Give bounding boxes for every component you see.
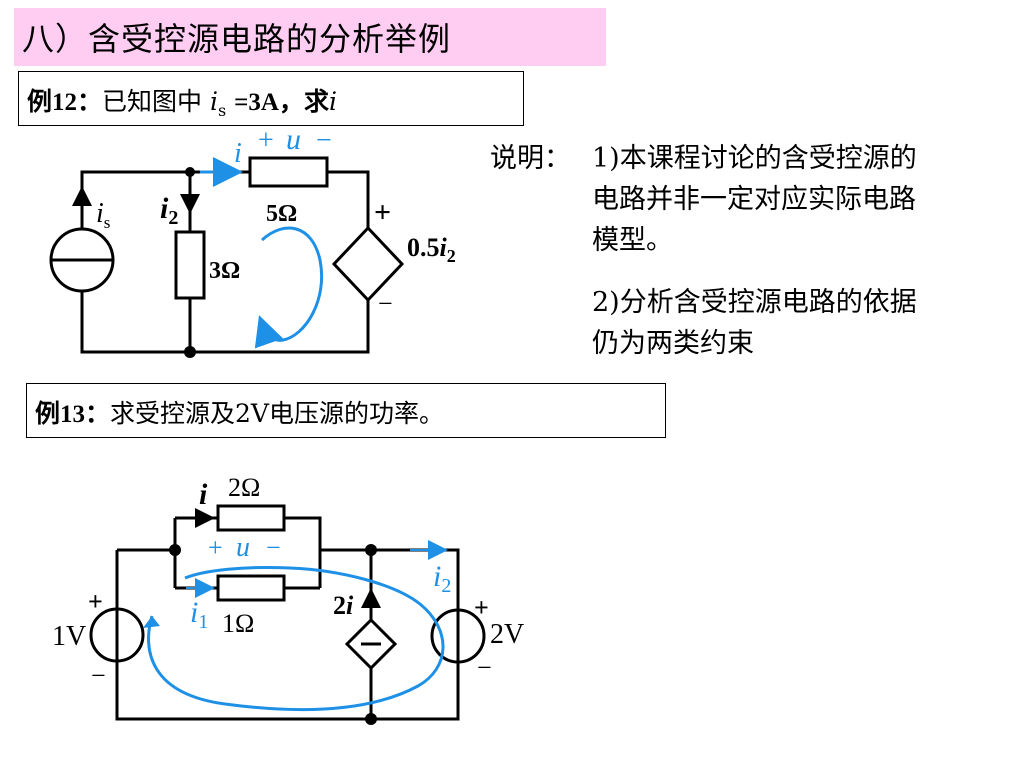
r2-label: 2Ω [228,473,260,502]
node-bottom [184,346,196,358]
src-minus: − [378,289,393,318]
dependent-voltage-source [331,225,405,303]
circuit2-wires [115,516,460,721]
r5-label: 5Ω [266,201,297,227]
current-i-label: i [234,138,242,169]
i1-label: i1 [190,596,208,633]
node-left [169,544,181,556]
node-mid-top [365,544,377,556]
src-plus: + [374,196,391,229]
src2-plus: + [474,593,489,622]
voltage-source-1v [89,607,145,663]
voltage-source-2v [430,608,486,664]
resistor-1-ohm [216,574,286,602]
note-line-3: 模型。 [592,225,673,256]
u-plus: + [208,533,223,562]
example12-text: 例12：已知图中 is =3A，求i [27,82,337,120]
loop-arrow-2 [147,565,445,712]
src1-minus: − [91,661,106,690]
example12-is-subscript: s [217,101,227,120]
example12-text-b: =3A，求 [234,89,329,116]
i2-label: i2 [160,192,178,229]
page-title: 八）含受控源电路的分析举例 [22,20,452,58]
example12-box: 例12：已知图中 is =3A，求i [18,71,524,126]
example12-is-symbol: i [209,87,218,116]
note-line-4: 2)分析含受控源电路的依据 [592,287,917,318]
current-i-label: i [199,478,208,511]
src1-plus: + [88,587,103,616]
example12-label: 例12： [27,89,103,116]
example12-text-a: 已知图中 [102,87,203,116]
example13-text: 例13：求受控源及2V电压源的功率。 [35,394,444,430]
ctrl-label: 2i [333,591,354,620]
u-minus: − [266,533,281,562]
src2-minus: − [477,653,492,682]
src1-label: 1V [52,621,86,652]
u-label: u [286,123,301,156]
note-line-1: 1)本课程讨论的含受控源的 [592,143,917,174]
i2-label: i2 [433,560,451,597]
node-top [185,167,195,177]
node-mid-bottom [365,713,377,725]
mesh-loop-arrow-1 [254,226,323,349]
example12-i-symbol: i [328,87,337,116]
resistor-5-ohm [248,156,329,188]
resistor-3-ohm [174,230,206,300]
u-label: u [236,532,250,563]
r1-label: 1Ω [222,609,254,638]
note-line-2: 电路并非一定对应实际电路 [592,184,916,215]
ctrl-label: 0.5i2 [407,233,456,266]
is-label: is [96,198,110,232]
src2-label: 2V [490,619,524,650]
note-line-5: 仍为两类约束 [592,328,754,359]
resistor-2-ohm [216,504,286,532]
r3-label: 3Ω [209,258,240,284]
loop-arrowhead [143,616,160,628]
example13-box: 例13：求受控源及2V电压源的功率。 [26,383,666,438]
u-plus: + [258,125,274,156]
current-source-is [49,227,115,293]
u-minus: − [316,125,332,156]
example13-label: 例13： [35,401,111,428]
dependent-current-source [344,617,398,671]
example13-question: 求受控源及2V电压源的功率。 [110,399,444,428]
note-prefix: 说明： [490,143,571,174]
title-bar: 八）含受控源电路的分析举例 [14,8,606,66]
